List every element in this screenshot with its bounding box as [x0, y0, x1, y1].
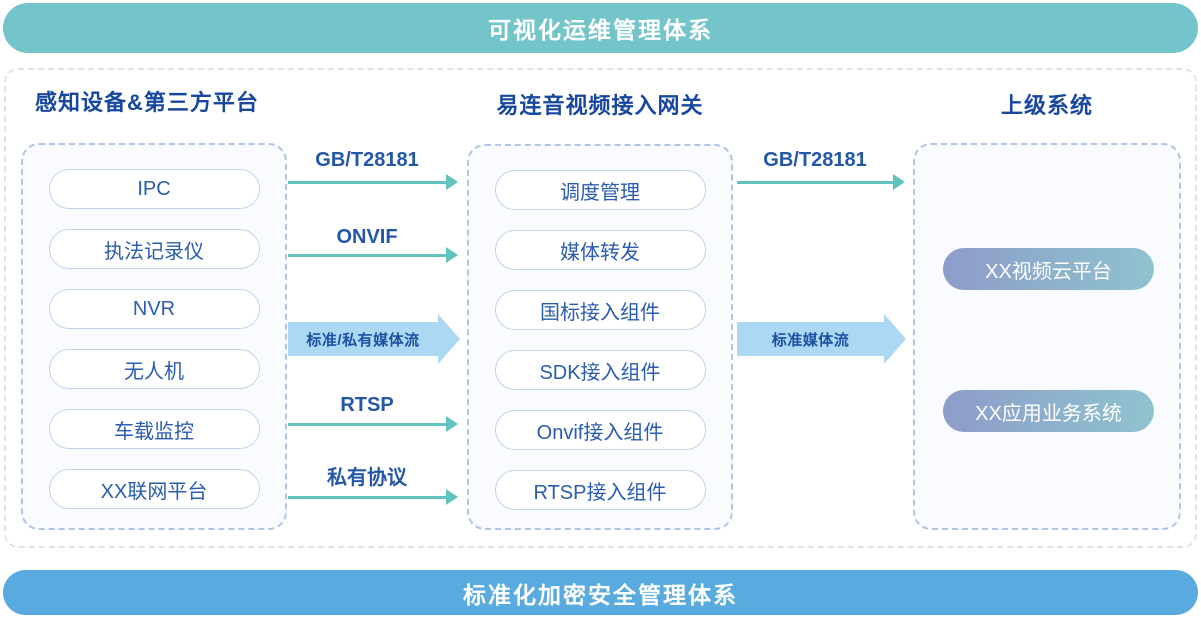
thick-arrow-label: 标准/私有媒体流	[306, 331, 420, 349]
thick-arrow-label: 标准媒体流	[771, 331, 850, 349]
gateway-group-box: 调度管理 媒体转发 国标接入组件 SDK接入组件 Onvif接入组件 RTSP接…	[467, 144, 733, 530]
device-node-body-camera: 执法记录仪	[48, 229, 260, 269]
flow-label-private-protocol: 私有协议	[327, 467, 407, 489]
gateway-node-rtsp-access: RTSP接入组件	[494, 470, 706, 510]
flow-line-rtsp	[288, 423, 446, 426]
top-banner-label: 可视化运维管理体系	[488, 17, 713, 43]
flow-label-gbt28181-right: GB/T28181	[763, 149, 867, 171]
thick-arrow-media-stream-left: 标准/私有媒体流	[288, 322, 438, 356]
arrow-head-icon	[446, 416, 458, 432]
device-node-vehicle-monitor: 车载监控	[48, 409, 260, 449]
gateway-node-media-forwarding: 媒体转发	[494, 230, 706, 270]
flow-line-gbt28181-right	[737, 181, 893, 184]
flow-label-onvif: ONVIF	[336, 226, 398, 248]
flow-label-gbt28181-left: GB/T28181	[315, 149, 419, 171]
gateway-node-onvif-access: Onvif接入组件	[494, 410, 706, 450]
thick-arrow-media-stream-right: 标准媒体流	[737, 322, 884, 356]
device-node-xx-network-platform: XX联网平台	[48, 469, 260, 509]
bottom-banner: 标准化加密安全管理体系	[3, 570, 1198, 615]
gateway-column-title: 易连音视频接入网关	[496, 93, 704, 118]
flow-line-private-protocol	[288, 496, 446, 499]
devices-group-box: IPC 执法记录仪 NVR 无人机 车载监控 XX联网平台	[21, 143, 287, 530]
flow-line-onvif	[288, 254, 446, 257]
flow-line-gbt28181-left	[288, 181, 446, 184]
arrow-head-icon	[446, 247, 458, 263]
bottom-banner-label: 标准化加密安全管理体系	[463, 581, 738, 608]
device-node-ipc: IPC	[48, 169, 260, 209]
arrow-head-icon	[446, 489, 458, 505]
device-node-nvr: NVR	[48, 289, 260, 329]
top-banner: 可视化运维管理体系	[3, 3, 1198, 53]
upstream-node-video-cloud: XX视频云平台	[943, 248, 1154, 290]
thick-arrow-head-icon	[884, 314, 906, 364]
upstream-group-box: XX视频云平台 XX应用业务系统	[913, 143, 1181, 530]
device-node-drone: 无人机	[48, 349, 260, 389]
thick-arrow-head-icon	[438, 314, 460, 364]
upstream-column-title: 上级系统	[1000, 93, 1093, 118]
flow-label-rtsp: RTSP	[340, 394, 394, 416]
gateway-node-gb-access: 国标接入组件	[494, 290, 706, 330]
arrow-head-icon	[893, 174, 905, 190]
upstream-node-business-system: XX应用业务系统	[943, 390, 1154, 432]
devices-column-title: 感知设备&第三方平台	[35, 90, 259, 115]
arrow-head-icon	[446, 174, 458, 190]
gateway-node-sdk-access: SDK接入组件	[494, 350, 706, 390]
gateway-node-dispatch-management: 调度管理	[494, 170, 706, 210]
